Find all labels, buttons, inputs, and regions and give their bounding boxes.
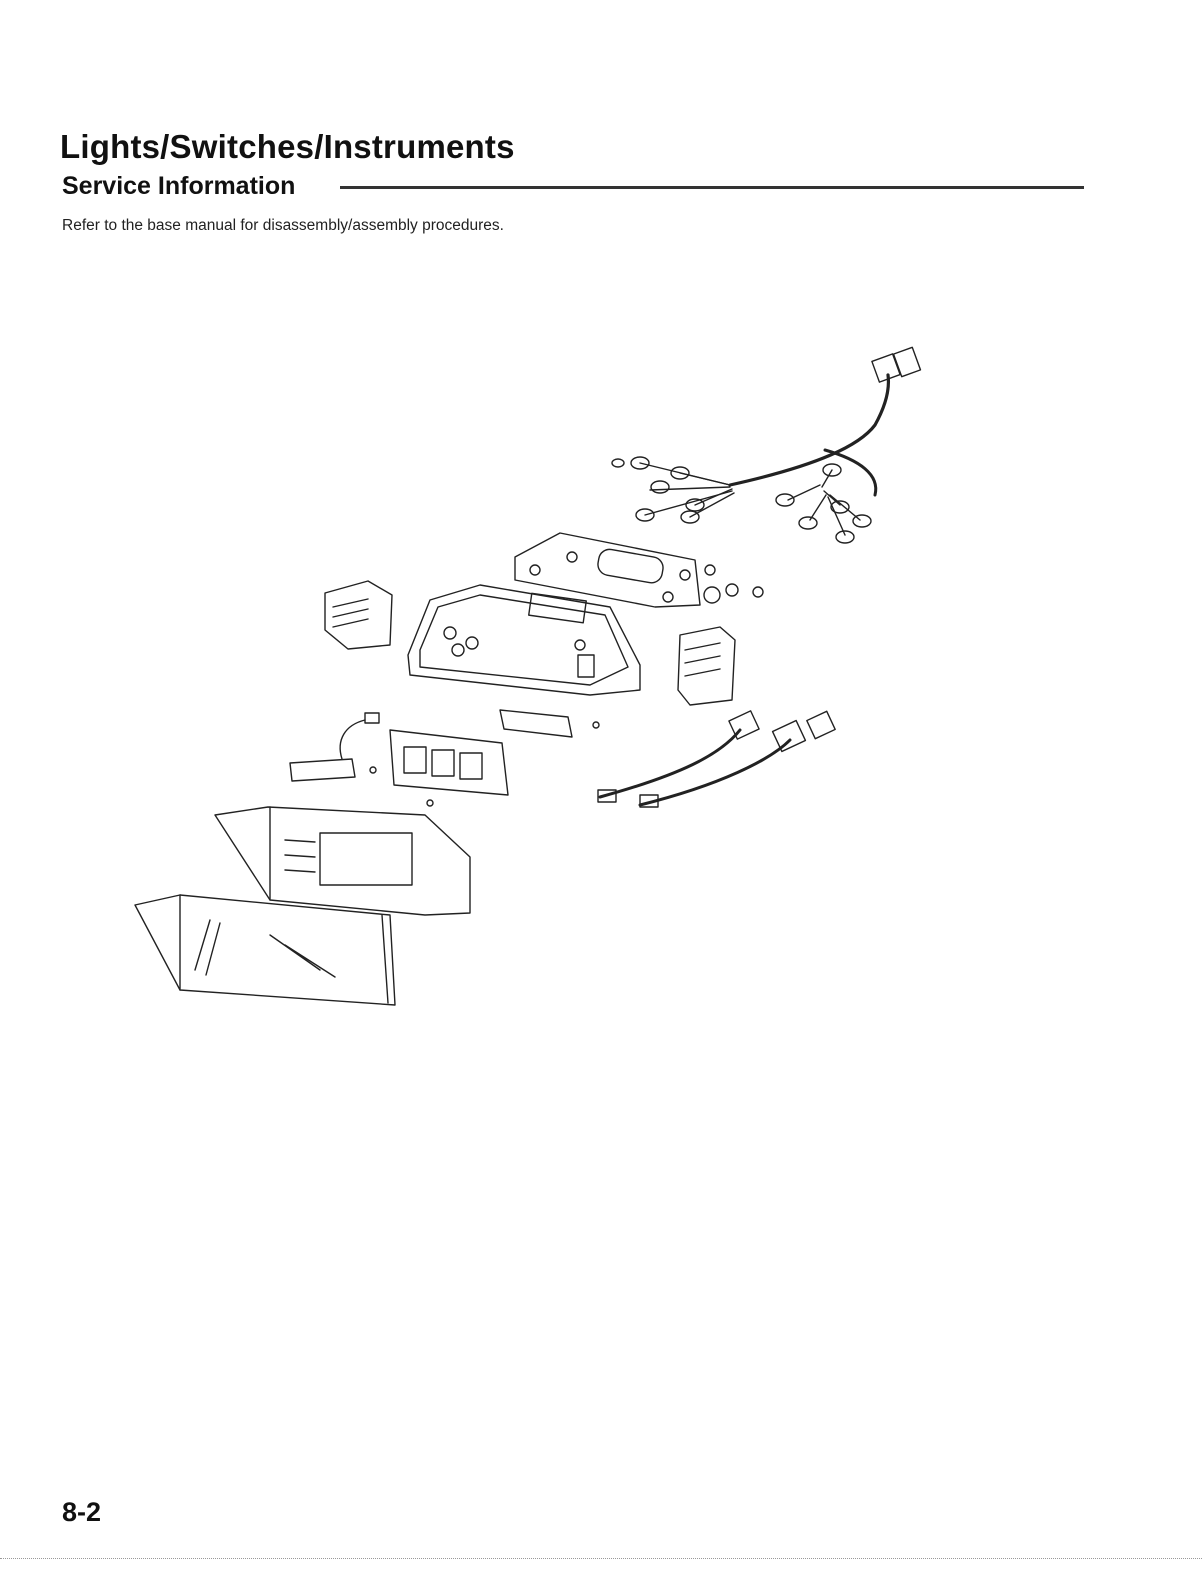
- section-rule: [340, 186, 1084, 189]
- sub-wire-harness: [598, 711, 835, 807]
- switch-assembly: [290, 713, 379, 781]
- page-bottom-rule: [0, 1558, 1202, 1560]
- service-note: Refer to the base manual for disassembly…: [62, 217, 504, 235]
- right-indicator-housing: [678, 627, 735, 705]
- meter-visor: [215, 807, 470, 915]
- section-title: Service Information: [62, 172, 299, 201]
- instrument-exploded-diagram: [120, 345, 950, 1015]
- page-title: Lights/Switches/Instruments: [60, 128, 515, 166]
- section-header: Service Information: [62, 172, 1084, 206]
- lcd-display: [390, 730, 508, 795]
- page-number: 8-2: [62, 1497, 101, 1528]
- meter-case: [408, 585, 640, 695]
- left-indicator-housing: [325, 581, 392, 649]
- main-wire-harness: [612, 347, 921, 543]
- meter-lens: [135, 895, 395, 1005]
